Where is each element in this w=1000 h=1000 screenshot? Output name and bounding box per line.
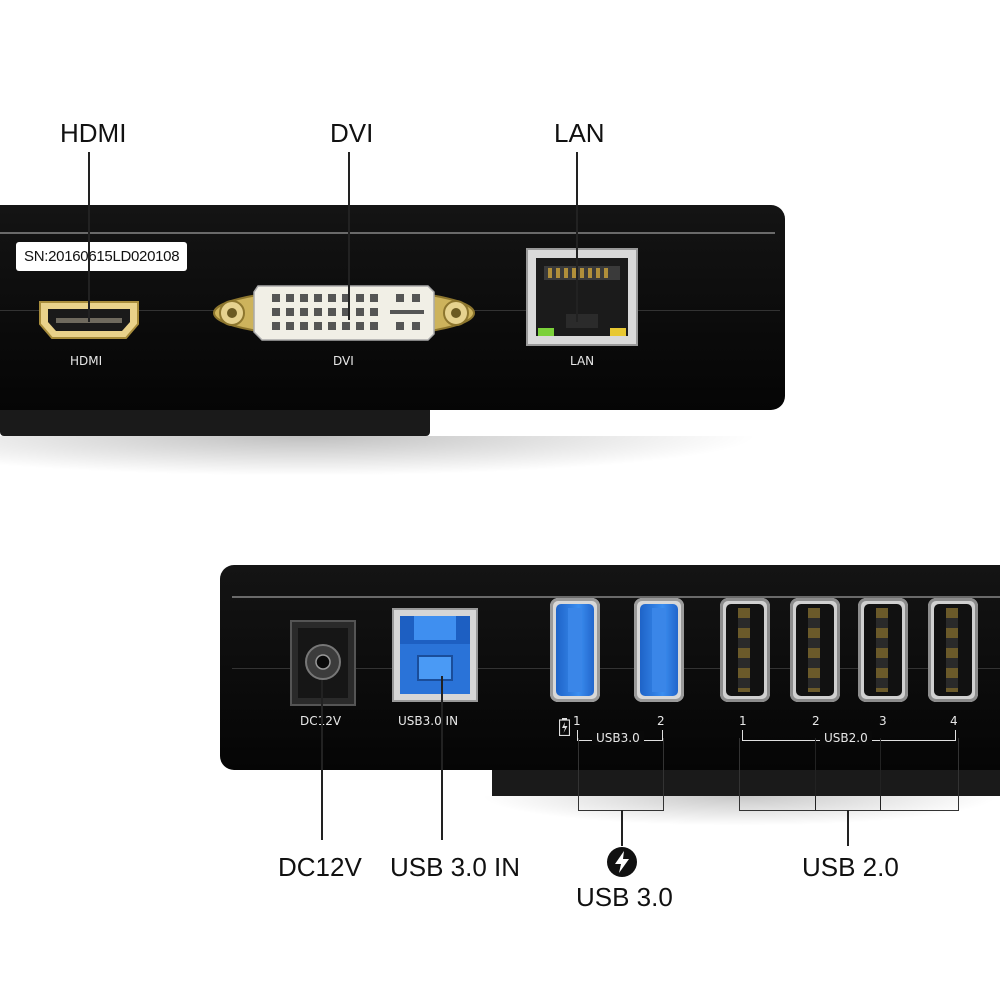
bottom-device-seam-lower	[232, 668, 1000, 669]
usb3-number-2: 2	[657, 714, 665, 728]
bottom-device-seam	[232, 596, 1000, 598]
lan-callout: LAN	[554, 118, 605, 148]
usb2-callout: USB 2.0	[802, 852, 899, 882]
top-device-base	[0, 410, 430, 436]
top-device-seam	[0, 232, 775, 234]
dc-callout: DC12V	[278, 852, 362, 882]
dvi-leader-line	[348, 152, 350, 320]
dc-port-label: DC12V	[300, 714, 341, 728]
dvi-port[interactable]	[210, 280, 478, 346]
usb3-leader-stem	[621, 810, 623, 846]
usb3-leader-bracket	[578, 738, 664, 811]
usb3-in-port-label: USB3.0 IN	[398, 714, 459, 728]
usb2-number-1: 1	[739, 714, 747, 728]
usb2-port-1[interactable]	[720, 598, 770, 702]
dc-power-jack[interactable]	[290, 620, 356, 706]
hdmi-leader-line	[88, 152, 90, 322]
usb3-number-1: 1	[573, 714, 581, 728]
usb2-number-4: 4	[950, 714, 958, 728]
bottom-device-shadow	[480, 796, 1000, 826]
usb3-in-callout: USB 3.0 IN	[390, 852, 521, 882]
bottom-device-base	[492, 770, 1000, 796]
usb3-port-2[interactable]	[634, 598, 684, 702]
usb2-number-3: 3	[879, 714, 887, 728]
lan-port[interactable]	[526, 248, 638, 346]
hdmi-port-label: HDMI	[70, 354, 103, 368]
lan-leader-line	[576, 152, 578, 322]
dc-leader-line	[321, 680, 323, 840]
usb2-leader-bracket	[739, 738, 959, 811]
usb2-group-label: USB2.0	[820, 731, 872, 745]
serial-number-sticker: SN:20160615LD020108	[16, 242, 188, 271]
lan-port-label: LAN	[570, 354, 595, 368]
top-device-shadow	[0, 436, 760, 476]
usb2-number-2: 2	[812, 714, 820, 728]
dvi-callout: DVI	[330, 118, 374, 148]
usb2-leader-mid-2	[880, 738, 881, 810]
usb3-in-leader-line	[441, 676, 443, 840]
usb3-port-1[interactable]	[550, 598, 600, 702]
usb2-port-4[interactable]	[928, 598, 978, 702]
usb2-port-3[interactable]	[858, 598, 908, 702]
dvi-port-label: DVI	[333, 354, 354, 368]
battery-charge-icon	[558, 718, 571, 737]
usb2-port-2[interactable]	[790, 598, 840, 702]
usb3-callout: USB 3.0	[576, 882, 673, 912]
lightning-charge-icon	[606, 846, 638, 878]
hdmi-callout: HDMI	[60, 118, 127, 148]
usb3-in-port[interactable]	[392, 608, 478, 702]
usb2-leader-mid-1	[815, 738, 816, 810]
usb2-leader-stem	[847, 810, 849, 846]
usb3-group-label: USB3.0	[592, 731, 644, 745]
